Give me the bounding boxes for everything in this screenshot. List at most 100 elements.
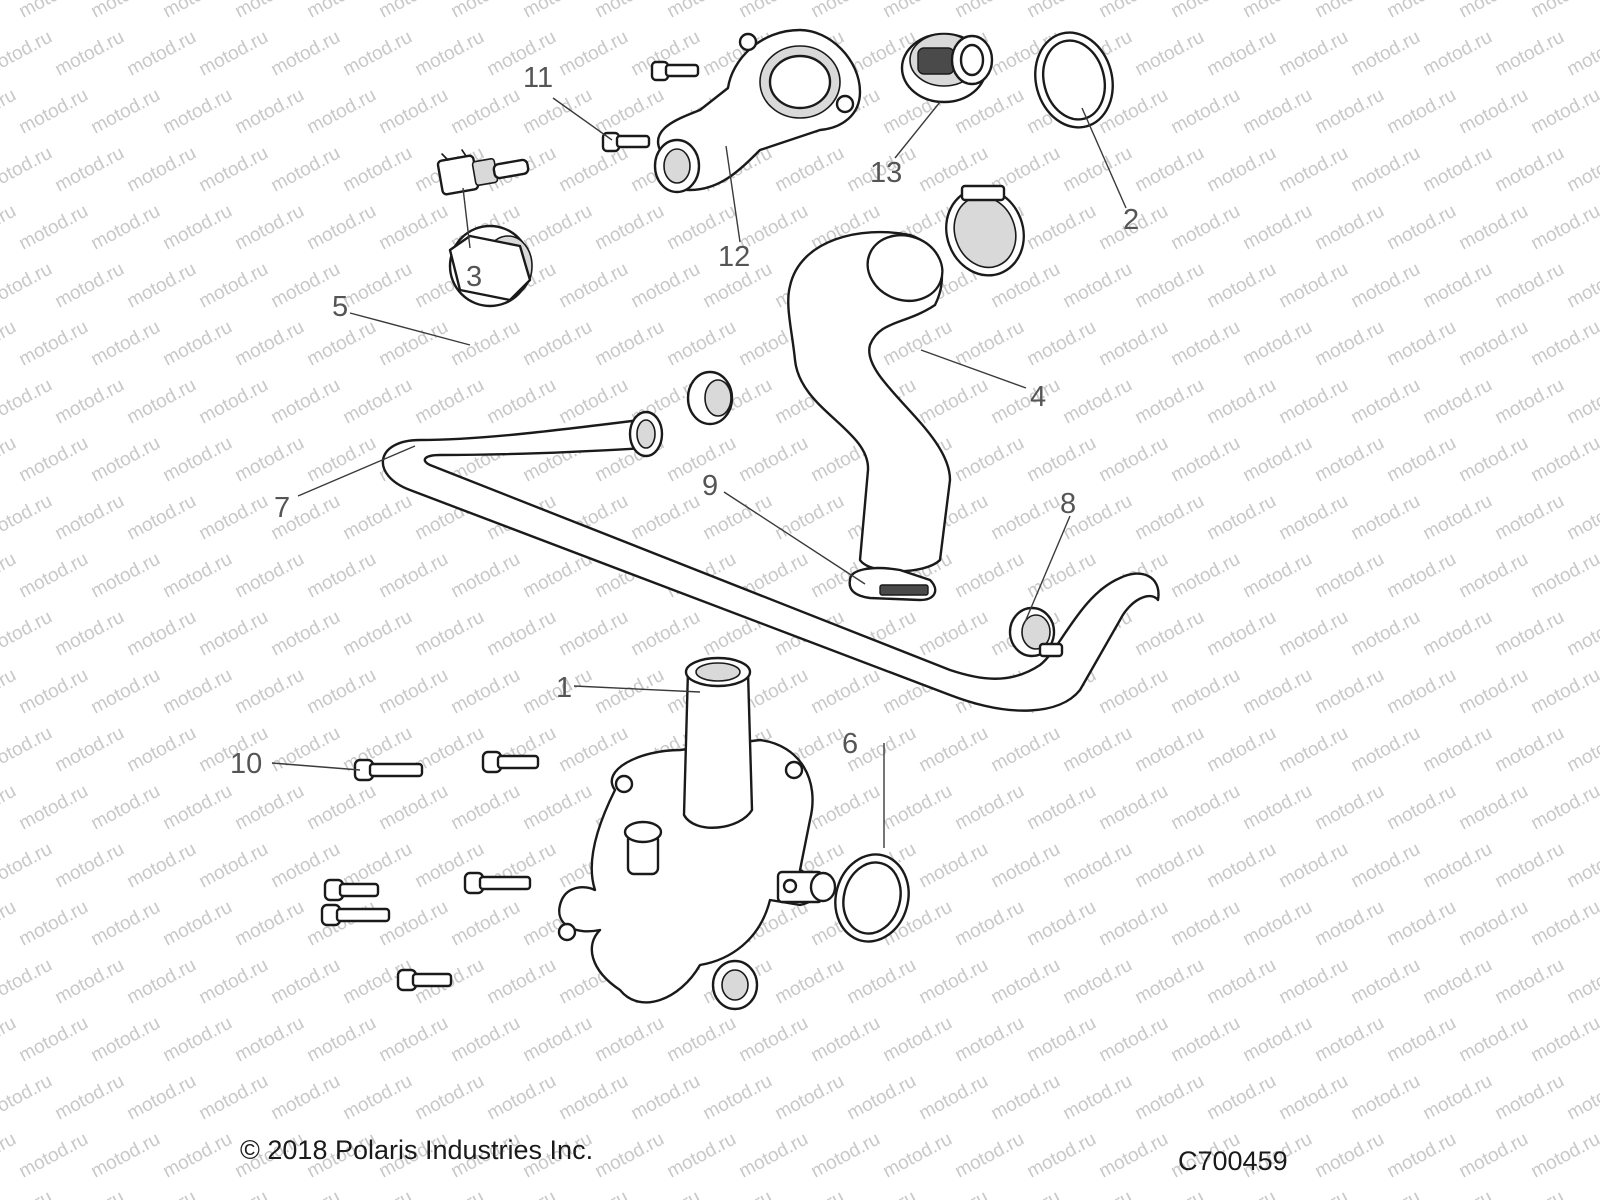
watermark-text: motod.ru — [1276, 27, 1352, 81]
watermark-text: motod.ru — [1456, 897, 1532, 951]
watermark-text: motod.ru — [160, 317, 236, 371]
watermark-text: motod.ru — [1276, 259, 1352, 313]
watermark-text: motod.ru — [1384, 1013, 1460, 1067]
lower-coolant-hose-part — [381, 410, 1160, 712]
callout-5: 5 — [332, 291, 348, 323]
callout-1: 1 — [556, 672, 572, 704]
watermark-text: motod.ru — [1204, 955, 1280, 1009]
watermark-text: motod.ru — [1492, 259, 1568, 313]
watermark-text: motod.ru — [340, 1187, 416, 1200]
watermark-text: motod.ru — [592, 1129, 668, 1183]
watermark-text: motod.ru — [1348, 143, 1424, 197]
watermark-text: motod.ru — [232, 201, 308, 255]
watermark-text: motod.ru — [88, 317, 164, 371]
watermark-text: motod.ru — [1204, 723, 1280, 777]
watermark-text: motod.ru — [520, 1013, 596, 1067]
watermark-text: motod.ru — [340, 491, 416, 545]
bolt-10c — [463, 871, 532, 895]
watermark-text: motod.ru — [160, 781, 236, 835]
watermark-text: motod.ru — [628, 491, 704, 545]
watermark-text: motod.ru — [592, 201, 668, 255]
watermark-text: motod.ru — [88, 1129, 164, 1183]
bolt-10b — [481, 750, 540, 774]
watermark-text: motod.ru — [556, 375, 632, 429]
watermark-text: motod.ru — [1204, 375, 1280, 429]
watermark-text: motod.ru — [1132, 27, 1208, 81]
watermark-text: motod.ru — [556, 1187, 632, 1200]
watermark-text: motod.ru — [988, 839, 1064, 893]
watermark-text: motod.ru — [448, 0, 524, 22]
watermark-text: motod.ru — [1492, 1187, 1568, 1200]
watermark-text: motod.ru — [736, 433, 812, 487]
watermark-text: motod.ru — [1528, 1013, 1600, 1067]
watermark-text: motod.ru — [1528, 317, 1600, 371]
watermark-text: motod.ru — [448, 665, 524, 719]
watermark-text: motod.ru — [1312, 1013, 1388, 1067]
watermark-text: motod.ru — [556, 607, 632, 661]
watermark-text: motod.ru — [0, 665, 20, 719]
callout-2: 2 — [1123, 204, 1139, 236]
watermark-text: motod.ru — [232, 1013, 308, 1067]
watermark-text: motod.ru — [808, 665, 884, 719]
watermark-text: motod.ru — [1420, 259, 1496, 313]
watermark-text: motod.ru — [1060, 1187, 1136, 1200]
watermark-text: motod.ru — [1528, 897, 1600, 951]
watermark-text: motod.ru — [1132, 1071, 1208, 1125]
watermark-text: motod.ru — [160, 433, 236, 487]
watermark-text: motod.ru — [952, 1013, 1028, 1067]
watermark-text: motod.ru — [0, 839, 56, 893]
watermark-text: motod.ru — [268, 143, 344, 197]
watermark-text: motod.ru — [124, 607, 200, 661]
bolt-10e — [320, 903, 391, 927]
watermark-text: motod.ru — [1564, 1071, 1600, 1125]
watermark-text: motod.ru — [1204, 1187, 1280, 1200]
watermark-text: motod.ru — [412, 375, 488, 429]
watermark-text: motod.ru — [376, 897, 452, 951]
watermark-text: motod.ru — [484, 1071, 560, 1125]
watermark-text: motod.ru — [1348, 1071, 1424, 1125]
watermark-text: motod.ru — [196, 1187, 272, 1200]
watermark-text: motod.ru — [1420, 723, 1496, 777]
watermark-text: motod.ru — [1060, 375, 1136, 429]
watermark-text: motod.ru — [556, 143, 632, 197]
watermark-text: motod.ru — [0, 201, 20, 255]
watermark-text: motod.ru — [0, 607, 56, 661]
watermark-text: motod.ru — [232, 85, 308, 139]
watermark-text: motod.ru — [124, 955, 200, 1009]
watermark-text: motod.ru — [0, 1013, 20, 1067]
watermark-text: motod.ru — [124, 723, 200, 777]
watermark-text: motod.ru — [1096, 897, 1172, 951]
watermark-text: motod.ru — [0, 85, 20, 139]
watermark-text: motod.ru — [196, 1071, 272, 1125]
watermark-text: motod.ru — [1384, 0, 1460, 22]
watermark-text: motod.ru — [0, 491, 56, 545]
watermark-text: motod.ru — [1456, 0, 1532, 22]
watermark-text: motod.ru — [304, 781, 380, 835]
watermark-text: motod.ru — [88, 1013, 164, 1067]
watermark-text: motod.ru — [1564, 375, 1600, 429]
watermark-text: motod.ru — [1024, 201, 1100, 255]
watermark-text: motod.ru — [844, 1071, 920, 1125]
watermark-text: motod.ru — [1564, 491, 1600, 545]
watermark-text: motod.ru — [1312, 85, 1388, 139]
watermark-text: motod.ru — [52, 723, 128, 777]
watermark-text: motod.ru — [268, 27, 344, 81]
watermark-text: motod.ru — [124, 375, 200, 429]
watermark-text: motod.ru — [772, 1071, 848, 1125]
watermark-text: motod.ru — [16, 897, 92, 951]
watermark-text: motod.ru — [1564, 27, 1600, 81]
watermark-text: motod.ru — [484, 1187, 560, 1200]
watermark-text: motod.ru — [1168, 85, 1244, 139]
watermark-text: motod.ru — [1024, 433, 1100, 487]
watermark-text: motod.ru — [520, 317, 596, 371]
watermark-text: motod.ru — [952, 0, 1028, 22]
watermark-text: motod.ru — [1168, 549, 1244, 603]
watermark-text: motod.ru — [52, 27, 128, 81]
watermark-text: motod.ru — [1060, 259, 1136, 313]
watermark-text: motod.ru — [16, 665, 92, 719]
watermark-text: motod.ru — [1456, 317, 1532, 371]
watermark-text: motod.ru — [1348, 607, 1424, 661]
watermark-text: motod.ru — [124, 259, 200, 313]
watermark-text: motod.ru — [988, 1187, 1064, 1200]
watermark-text: motod.ru — [160, 0, 236, 22]
